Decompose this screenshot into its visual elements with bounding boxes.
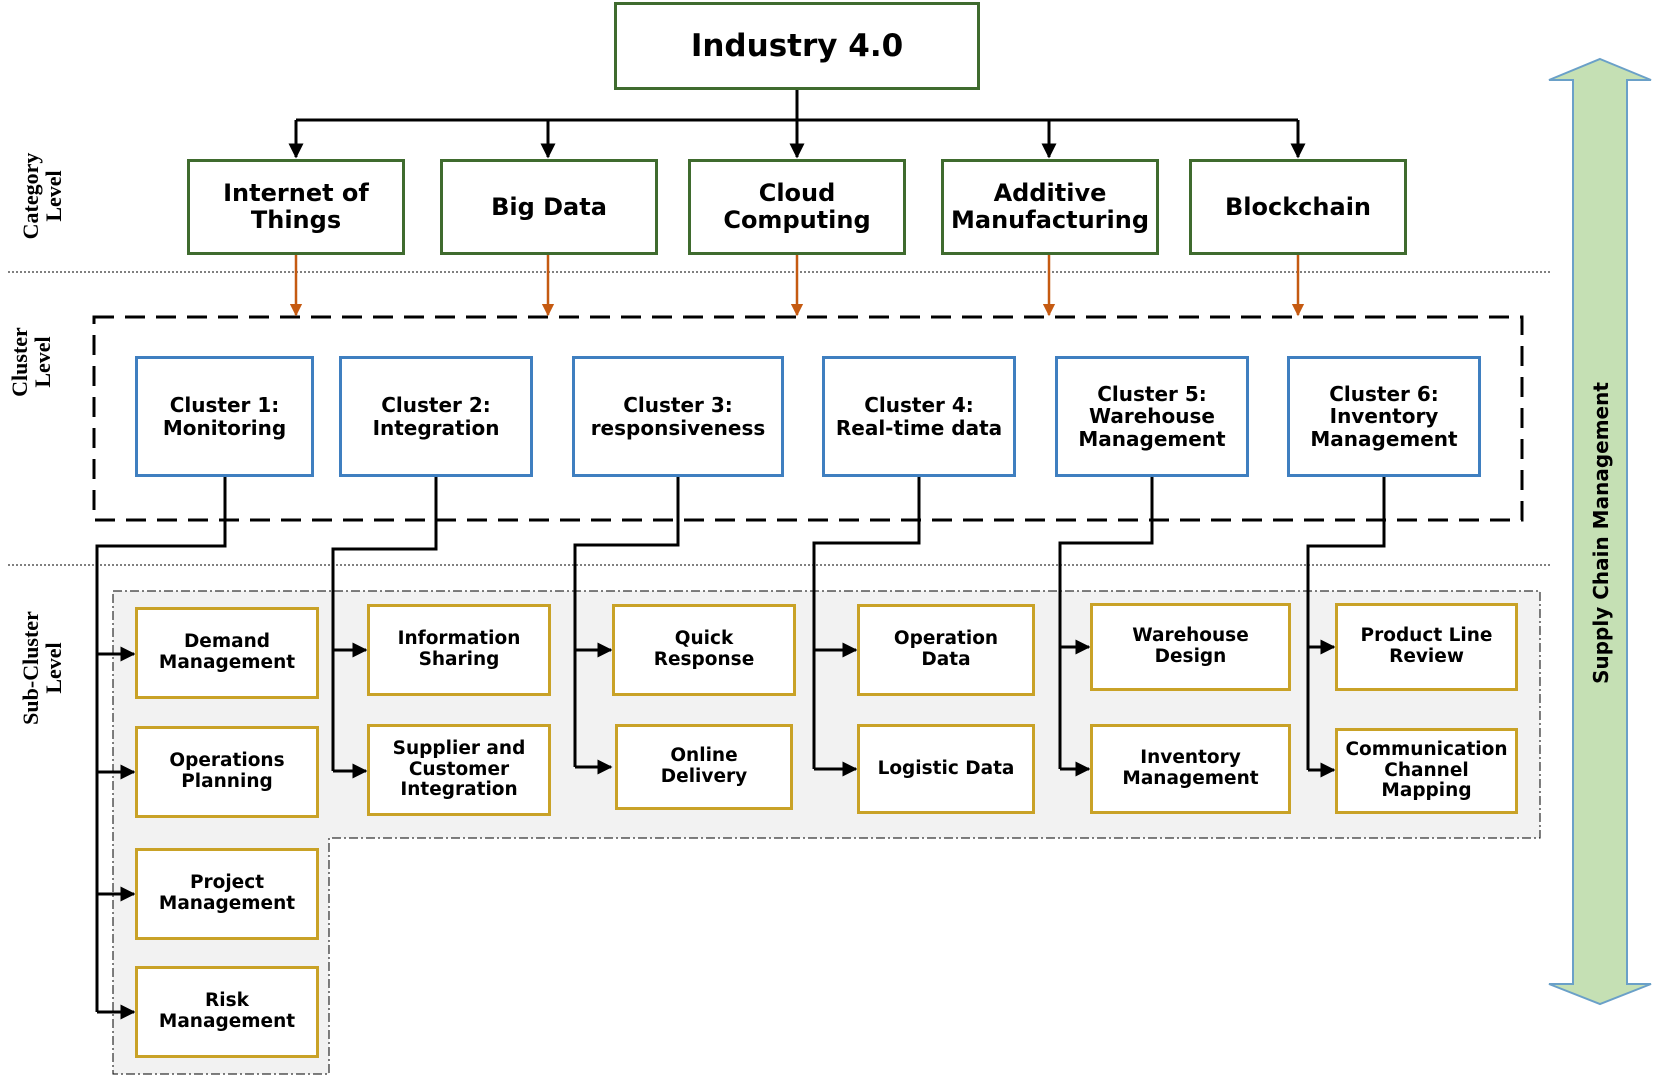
subcluster-label: Online Delivery [660,745,748,787]
subcluster-region [112,590,1541,1075]
cluster-4-box: Cluster 4: Real-time data [822,356,1016,477]
category-additive-manufacturing: Additive Manufacturing [941,159,1159,255]
cluster-label: Cluster 1: Monitoring [162,393,287,440]
cluster-label: Cluster 5: Warehouse Management [1078,381,1226,451]
cluster-label: Cluster 4: Real-time data [835,393,1003,440]
category-connectors [289,255,1305,317]
category-label: Cloud Computing [723,179,871,234]
subcluster-demand-management: Demand Management [135,607,319,699]
subcluster-label: Warehouse Design [1132,625,1249,667]
subcluster-label: Operations Planning [169,750,285,792]
subcluster-label: Operation Data [893,628,999,670]
subcluster-online-delivery: Online Delivery [615,724,793,810]
subcluster-quick-response: Quick Response [612,604,796,696]
subcluster-operation-data: Operation Data [857,604,1035,696]
subcluster-label: Demand Management [158,631,296,673]
subcluster-label: Inventory Management [1122,747,1259,789]
subcluster-label: Risk Management [158,990,296,1032]
subcluster-level-label: Sub-Cluster Level [17,611,66,725]
category-internet-of-things: Internet of Things [187,159,405,255]
cluster-connectors [95,477,1386,1020]
category-label: Internet of Things [223,179,369,234]
category-label: Big Data [491,192,607,221]
cluster-label: Cluster 6: Inventory Management [1310,381,1458,451]
subcluster-label: Project Management [158,872,296,914]
industry-4-0-box: Industry 4.0 [614,2,980,90]
subcluster-label: Product Line Review [1360,625,1493,667]
subcluster-label: Logistic Data [877,757,1015,779]
cluster-label: Cluster 2: Integration [372,393,500,440]
subcluster-inventory-management: Inventory Management [1090,724,1291,814]
subcluster-operations-planning: Operations Planning [135,726,319,818]
subcluster-label: Quick Response [653,628,755,670]
category-label: Blockchain [1224,192,1371,221]
cluster-2-box: Cluster 2: Integration [339,356,533,477]
subcluster-communication-channel-mapping: Communication Channel Mapping [1335,728,1518,814]
supply-chain-management-label: Supply Chain Management [1589,382,1613,684]
cluster-6-box: Cluster 6: Inventory Management [1287,356,1481,477]
subcluster-risk-management: Risk Management [135,966,319,1058]
category-label: Additive Manufacturing [951,179,1149,234]
category-cloud-computing: Cloud Computing [688,159,906,255]
category-blockchain: Blockchain [1189,159,1407,255]
subcluster-label: Communication Channel Mapping [1345,738,1508,802]
subcluster-warehouse-design: Warehouse Design [1090,603,1291,691]
supply-chain-double-arrow [1548,57,1652,1006]
subcluster-product-line-review: Product Line Review [1335,603,1518,691]
cluster-5-box: Cluster 5: Warehouse Management [1055,356,1249,477]
subcluster-supplier-customer-integration: Supplier and Customer Integration [367,724,551,816]
subcluster-label: Information Sharing [397,628,521,670]
root-label: Industry 4.0 [690,27,904,64]
cluster-1-box: Cluster 1: Monitoring [135,356,314,477]
category-level-label: Category Level [17,152,66,240]
subcluster-label: Supplier and Customer Integration [392,737,526,801]
subcluster-logistic-data: Logistic Data [857,724,1035,814]
subcluster-information-sharing: Information Sharing [367,604,551,696]
cluster-level-label: Cluster Level [6,327,55,397]
cluster-level-frame [92,315,1524,522]
cluster-label: Cluster 3: responsiveness [590,393,766,440]
cluster-3-box: Cluster 3: responsiveness [572,356,784,477]
category-big-data: Big Data [440,159,658,255]
subcluster-project-management: Project Management [135,848,319,940]
root-connectors [288,90,1306,159]
